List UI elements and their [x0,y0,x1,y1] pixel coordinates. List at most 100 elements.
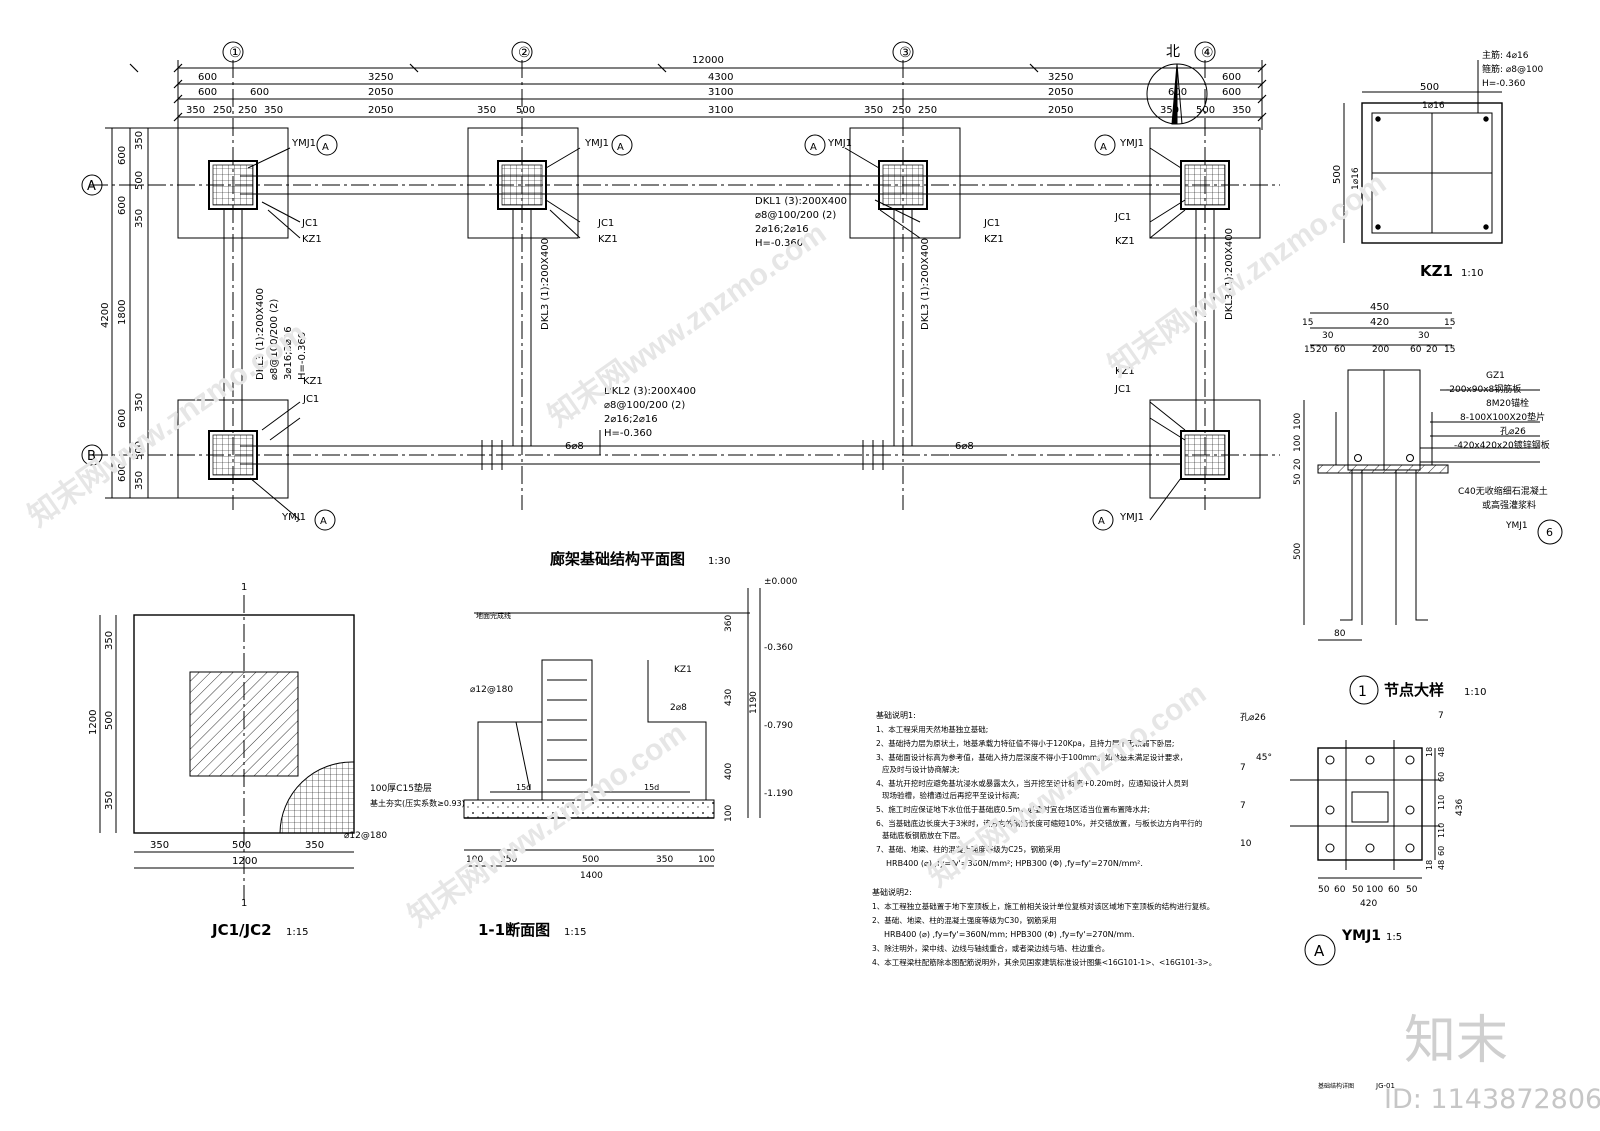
section-dim: 430 [724,689,734,706]
ymj1-dims-bottom: 60 [1388,885,1400,895]
notes1-item: HRB400 (⌀) ,fy=fy'=360N/mm²; HPB300 (Φ) … [886,859,1143,868]
node-dim: 15 [1302,318,1313,328]
node-dim: 450 [1370,302,1389,313]
ymj1-weld: 7 [1438,711,1444,721]
tag-a: A [617,142,624,153]
jc1-dim-total: 1200 [88,710,99,735]
level: -1.190 [764,789,793,799]
node-dim: 50 [1293,473,1303,485]
tag-a: A [322,142,329,153]
notes2-item: 3、除注明外，梁中线、边线与轴线重合，或者梁边线与墙、柱边重合。 [872,943,1109,953]
kz1-dim-h: 500 [1332,165,1343,184]
kz1-note: H=-0.360 [1482,79,1526,89]
node-note: YMJ1 [1505,521,1528,531]
dim: 350 [477,105,496,116]
tag-a: A [1098,516,1105,527]
tag-ymj1: YMJ1 [1119,138,1144,149]
dim: 600 [117,463,128,482]
beam-dkl1: 2⌀16;2⌀16 [755,224,809,235]
dim: 250 [213,105,232,116]
ymj1-dim-total: 420 [1360,899,1377,909]
dim: 3100 [708,87,733,98]
ymj1-dim: 60 [1437,846,1446,856]
jc1-rebar: ⌀12@180 [344,831,387,841]
dim: 350 [1232,105,1251,116]
ymj1-dim: 60 [1437,772,1446,782]
beam-dkl1: H=-0.360 [755,238,803,249]
section-dim: 350 [500,855,517,865]
node-detail [1303,312,1563,705]
node-scale: 1:10 [1464,687,1486,698]
dim: 600 [1168,87,1187,98]
ymj1-hole: 孔⌀26 [1240,712,1266,723]
tag-kz1: KZ1 [1115,366,1135,377]
node-note: C40无收缩细石混凝土 [1458,485,1548,497]
notes1-item: 应及时与设计协商解决; [882,764,960,774]
beam-dkl3-3: DKL3 (1):200X400 [920,238,931,330]
node-dim: 80 [1334,629,1346,639]
section-dim: 100 [698,855,715,865]
section-anchor: 15d [516,783,531,792]
jc1-dim: 350 [305,840,324,851]
kz1-dim-w: 500 [1420,82,1439,93]
node-dim: 100 [1293,413,1303,430]
beam-dkl3: H=-0.360 [297,332,308,380]
beam-dkl1: DKL1 (3):200X400 [755,196,847,207]
ymj1-dim: 18 [1425,860,1434,870]
node-dim: 420 [1370,317,1389,328]
dim-total: 12000 [692,55,724,66]
tag-rebar: 6⌀8 [955,441,974,452]
dim: 350 [134,131,145,150]
node-dim: 500 [1293,543,1303,560]
ymj1-dims-bottom: 50 [1406,885,1418,895]
section-title: 1-1断面图 [478,921,550,939]
ymj1-weld: 10 [1240,839,1252,849]
dim: 500 [516,105,535,116]
dim: 350 [134,209,145,228]
beam-dkl3-4: DKL3 (1):200X400 [1224,228,1235,320]
kz1-detail [1343,60,1503,244]
jc1-dim: 350 [104,791,115,810]
notes1-title: 基础说明1: [876,710,916,720]
section-dim: 350 [656,855,673,865]
node-note: GZ1 [1486,371,1505,381]
section-dim-total: 1190 [749,691,759,714]
notes2-item: HRB400 (⌀) ,fy=fy'=360N/mm; HPB300 (Φ) ,… [884,930,1135,939]
node-dim: 60 [1334,345,1346,355]
ymj1-title: YMJ1 [1341,928,1381,944]
beam-dkl3-2: DKL3 (1):200X400 [540,238,551,330]
dim: 4300 [708,72,733,83]
tag-ymj1: YMJ1 [584,138,609,149]
tag-kz1: KZ1 [1115,236,1135,247]
notes2-item: 4、本工程梁柱配筋除本图配筋说明外，其余见国家建筑标准设计图集<16G101-1… [872,957,1216,967]
section-dim: 360 [724,615,734,632]
level: -0.790 [764,721,793,731]
node-note: 孔⌀26 [1500,426,1526,437]
ymj1-dims-bottom: 50 [1352,885,1364,895]
axis-b: B [87,449,96,464]
tag-a: A [320,516,327,527]
node-dim: 100 [1293,435,1303,452]
node-dim: 15 [1444,345,1455,355]
axis-4: ④ [1201,45,1214,61]
section-1-1 [463,588,761,867]
footer-num: JG-01 [1375,1082,1395,1090]
notes1-item: 7、基础、地梁、柱的混凝土强度等级为C25，钢筋采用 [876,844,1061,854]
dim: 350 [1160,105,1179,116]
tag-a: A [810,142,817,153]
node-note: 8M20锚栓 [1486,397,1529,409]
dim: 600 [198,87,217,98]
axis-a: A [87,179,96,194]
notes1-item: 2、基础持力层为原状土，地基承载力特征值不得小于120Kpa，且持力层下无软弱下… [876,738,1174,748]
notes2-item: 2、基础、地梁、柱的混凝土强度等级为C30，钢筋采用 [872,915,1057,925]
node-dim: 200 [1372,345,1389,355]
section-ground: 地面完成线 [476,611,511,620]
ymj1-dim-total: 436 [1455,799,1465,816]
ymj1-dims-bottom: 50 [1318,885,1330,895]
beam-dkl2: 2⌀16;2⌀16 [604,414,658,425]
node-note: 或高强灌浆料 [1482,499,1536,511]
node-note: 8-100X100X20垫片 [1460,411,1545,423]
dim: 350 [134,471,145,490]
dim: 250 [238,105,257,116]
notes1-item: 4、基坑开挖时应避免基坑浸水或暴露太久，当开挖至设计标高+0.20m时，应通知设… [876,778,1189,788]
